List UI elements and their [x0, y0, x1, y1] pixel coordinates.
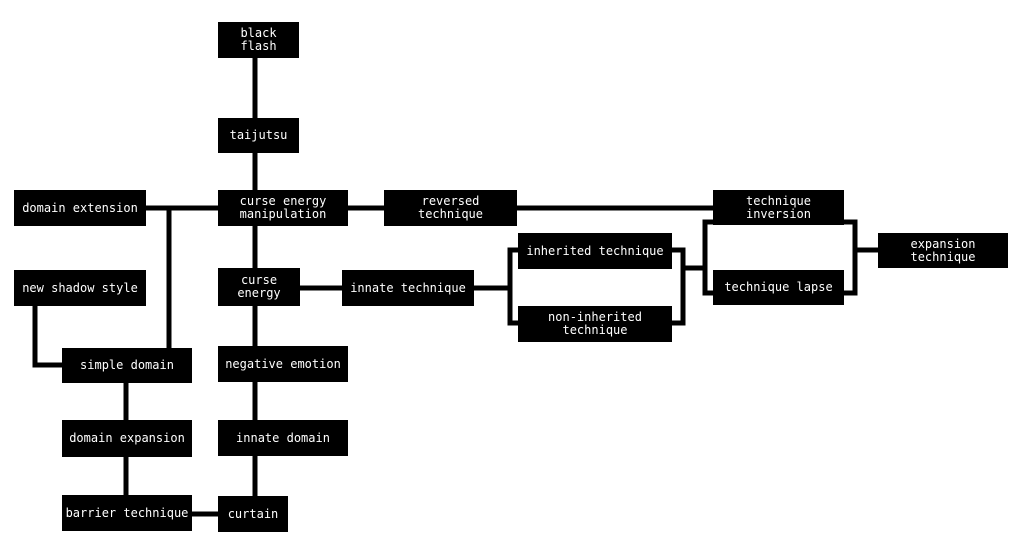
edge-join-inherited [672, 247, 686, 326]
node-reversed-technique: reversed technique [384, 190, 517, 226]
edge-join-inversion-lapse [844, 219, 858, 296]
node-curse-energy: curse energy [218, 268, 300, 306]
node-technique-inversion: technique inversion [713, 190, 844, 225]
edge-split-inherited [507, 247, 518, 326]
edge-new-shadow-style-simple-domain [32, 306, 62, 368]
node-taijutsu: taijutsu [218, 118, 299, 153]
node-expansion-technique: expansion technique [878, 233, 1008, 268]
node-innate-technique: innate technique [342, 270, 474, 306]
node-non-inherited-technique: non-inherited technique [518, 306, 672, 342]
node-inherited-technique: inherited technique [518, 233, 672, 269]
node-new-shadow-style: new shadow style [14, 270, 146, 306]
node-curse-energy-manipulation: curse energy manipulation [218, 190, 348, 226]
node-domain-extension: domain extension [14, 190, 146, 226]
node-domain-expansion: domain expansion [62, 420, 192, 457]
edge-split-inversion-lapse [702, 219, 713, 296]
node-curtain: curtain [218, 496, 288, 532]
node-barrier-technique: barrier technique [62, 495, 192, 531]
node-innate-domain: innate domain [218, 420, 348, 456]
node-simple-domain: simple domain [62, 348, 192, 383]
node-negative-emotion: negative emotion [218, 346, 348, 382]
node-black-flash: black flash [218, 22, 299, 58]
node-technique-lapse: technique lapse [713, 270, 844, 305]
